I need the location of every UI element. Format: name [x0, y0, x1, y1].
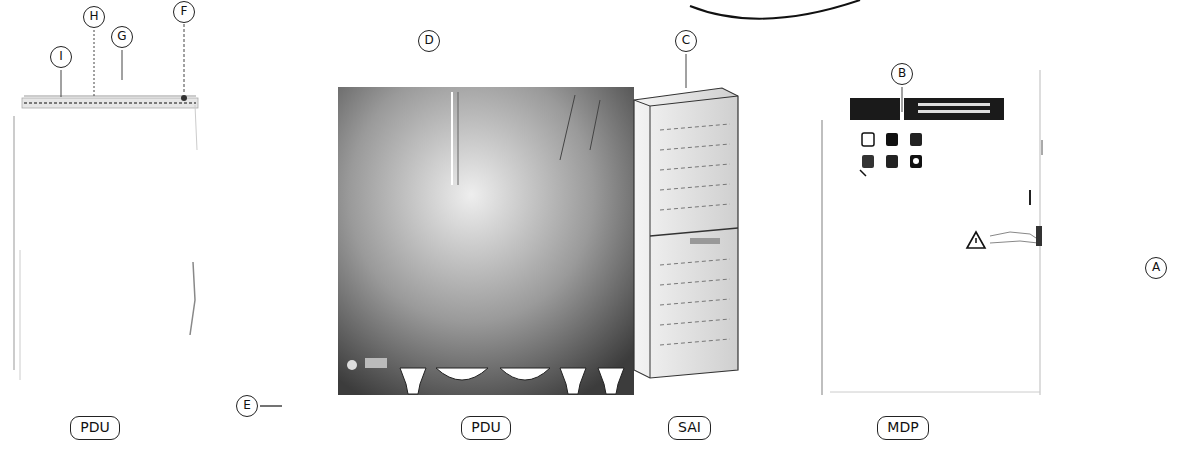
- callout-text: D: [424, 34, 433, 47]
- callout-text: C: [682, 34, 690, 47]
- callout-text: A: [1152, 261, 1160, 274]
- equipment-label: PDU: [70, 416, 120, 440]
- callout-letter: I: [50, 46, 72, 68]
- callout-text: E: [243, 399, 251, 412]
- callout-letter: G: [111, 26, 133, 48]
- label-text: MDP: [887, 420, 918, 435]
- callout-letter: A: [1145, 257, 1167, 279]
- label-text: PDU: [471, 420, 500, 435]
- equipment-label: SAI: [668, 416, 711, 440]
- equipment-label: MDP: [877, 416, 929, 440]
- callout-letter: D: [418, 30, 440, 52]
- oval-fragment: [690, 0, 860, 19]
- pdu-rack-drawing: [14, 95, 198, 380]
- callout-letter: E: [236, 395, 258, 417]
- distribution-panel: [822, 70, 1042, 395]
- label-text: SAI: [678, 420, 701, 435]
- label-text: PDU: [80, 420, 109, 435]
- callout-letter: B: [891, 63, 913, 85]
- callout-letter: H: [83, 6, 105, 28]
- callout-text: H: [89, 10, 98, 23]
- callout-text: I: [59, 50, 63, 63]
- callout-text: F: [181, 5, 188, 18]
- callout-text: G: [117, 30, 126, 43]
- callout-text: B: [898, 67, 906, 80]
- leader-lines: [61, 24, 902, 406]
- ups-tower: [634, 88, 738, 378]
- equipment-label: PDU: [461, 416, 511, 440]
- callout-letter: C: [675, 30, 697, 52]
- pdu-cabinet-photo: [338, 87, 634, 395]
- callout-letter: F: [173, 1, 195, 23]
